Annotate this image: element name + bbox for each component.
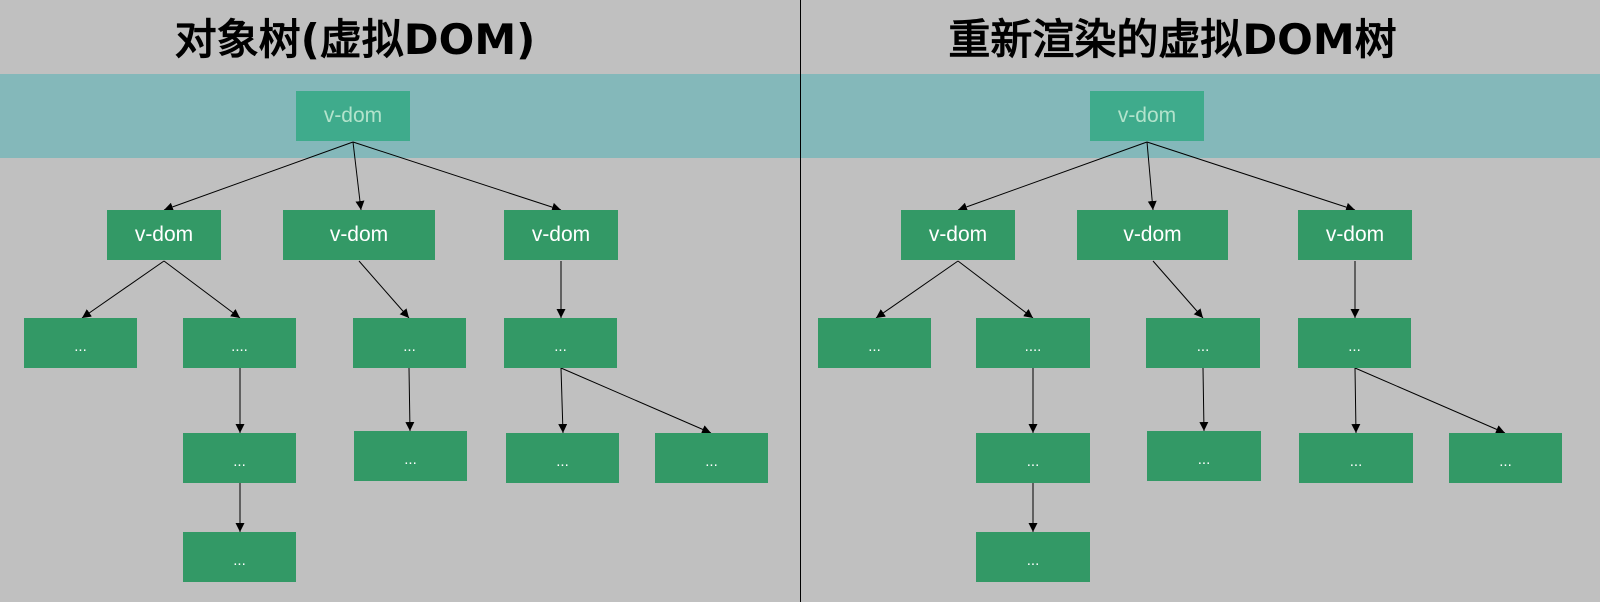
leaf-node: ... — [976, 433, 1090, 483]
child-node: v-dom — [504, 210, 618, 260]
root-node: v-dom — [1090, 91, 1204, 141]
leaf-node: ... — [1147, 431, 1261, 481]
leaf-node: .... — [976, 318, 1090, 368]
root-node: v-dom — [296, 91, 410, 141]
leaf-node: ... — [655, 433, 768, 483]
child-node: v-dom — [901, 210, 1015, 260]
edge — [358, 260, 410, 319]
child-node: v-dom — [283, 210, 435, 260]
leaf-node: .... — [183, 318, 296, 368]
child-node: v-dom — [107, 210, 221, 260]
edge — [1199, 367, 1209, 432]
edge — [163, 260, 241, 319]
edge — [352, 141, 365, 211]
child-node: v-dom — [1077, 210, 1228, 260]
left-panel-title: 对象树(虚拟DOM) — [174, 15, 536, 64]
edge — [1146, 141, 1356, 212]
child-node: v-dom — [1298, 210, 1412, 260]
edge — [1354, 367, 1506, 434]
edge — [875, 260, 959, 319]
edge — [163, 141, 354, 212]
leaf-node: ... — [353, 318, 466, 368]
edge — [1351, 367, 1361, 434]
leaf-node: ... — [1449, 433, 1562, 483]
leaf-node: ... — [1298, 318, 1411, 368]
leaf-node: ... — [1146, 318, 1260, 368]
leaf-node: ... — [1299, 433, 1413, 483]
leaf-node: ... — [506, 433, 619, 483]
edge — [558, 367, 568, 434]
edge — [560, 367, 712, 434]
edge — [81, 260, 165, 319]
edge — [405, 367, 415, 432]
edge — [352, 141, 562, 212]
leaf-node: ... — [354, 431, 467, 481]
right-panel-title: 重新渲染的虚拟DOM树 — [948, 15, 1397, 64]
panel-divider — [800, 0, 801, 602]
edge — [1152, 260, 1204, 319]
leaf-node: ... — [24, 318, 137, 368]
leaf-node: ... — [818, 318, 931, 368]
edge — [957, 260, 1034, 319]
leaf-node: ... — [183, 532, 296, 582]
edge — [1146, 141, 1157, 211]
leaf-node: ... — [976, 532, 1090, 582]
leaf-node: ... — [504, 318, 617, 368]
leaf-node: ... — [183, 433, 296, 483]
edge — [957, 141, 1148, 212]
